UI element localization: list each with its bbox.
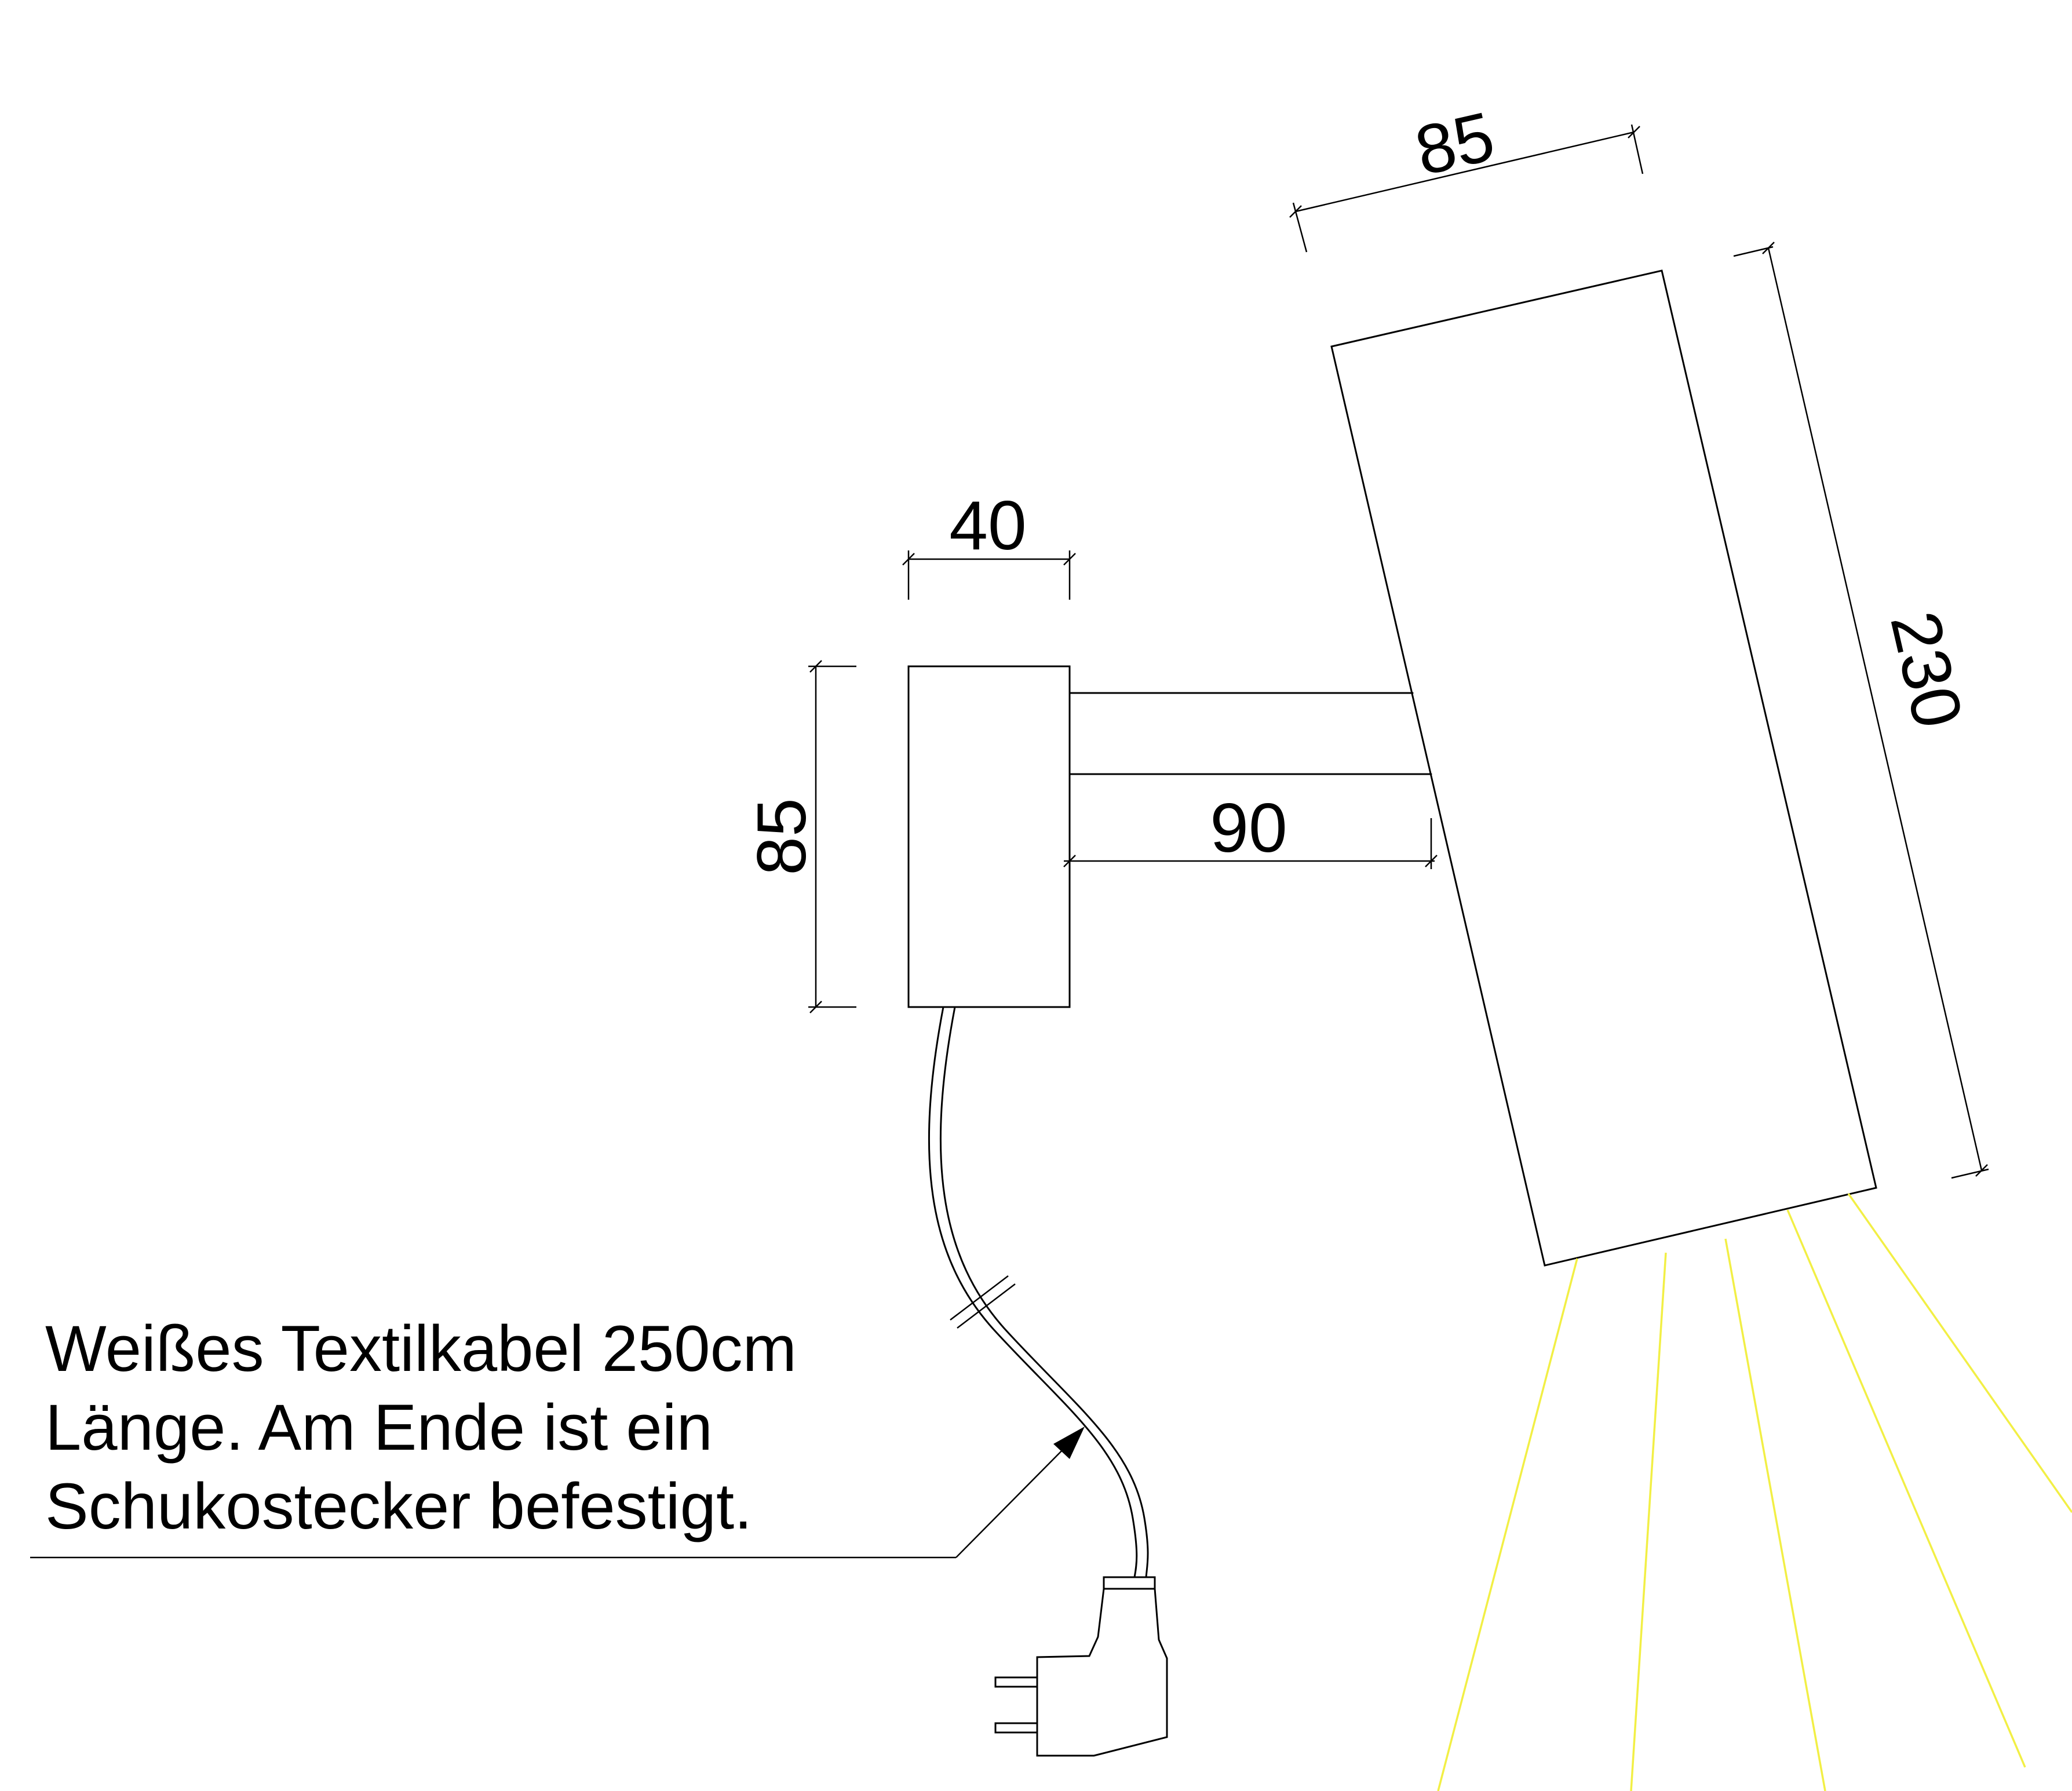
note-line-2: Länge. Am Ende ist ein bbox=[45, 1391, 713, 1464]
dimension-label-lamp-length: 230 bbox=[1876, 604, 1978, 735]
dimension-base-height: 85 bbox=[743, 660, 856, 1013]
lamp-head bbox=[1330, 269, 1877, 1267]
arrow-head bbox=[1053, 1427, 1085, 1459]
plug-pin-bottom bbox=[994, 1722, 1038, 1734]
light-rays bbox=[1437, 1192, 2072, 1791]
wall-base bbox=[907, 665, 1071, 1008]
note-line-3: Schukostecker befestigt. bbox=[45, 1470, 753, 1542]
dimension-base-width: 40 bbox=[902, 487, 1076, 600]
cable-note: Weißes Textilkabel 250cm Länge. Am Ende … bbox=[45, 1309, 797, 1546]
note-line-1: Weißes Textilkabel 250cm bbox=[45, 1312, 797, 1385]
dimension-label-lamp-width: 85 bbox=[1409, 97, 1501, 191]
dimension-label-base-height: 85 bbox=[743, 798, 820, 875]
dimension-lamp-width: 85 bbox=[1289, 97, 1644, 253]
dimension-lamp-length: 230 bbox=[1733, 242, 1989, 1179]
dimension-arm-length: 90 bbox=[1063, 789, 1438, 869]
dimension-label-arm-length: 90 bbox=[1210, 789, 1287, 867]
plug bbox=[994, 1576, 1168, 1757]
cable-break-mark bbox=[950, 1275, 1009, 1321]
note-leader bbox=[30, 1427, 1085, 1559]
dimension-label-base-width: 40 bbox=[949, 487, 1026, 564]
cable bbox=[928, 1006, 1149, 1578]
plug-pin-top bbox=[994, 1676, 1038, 1688]
